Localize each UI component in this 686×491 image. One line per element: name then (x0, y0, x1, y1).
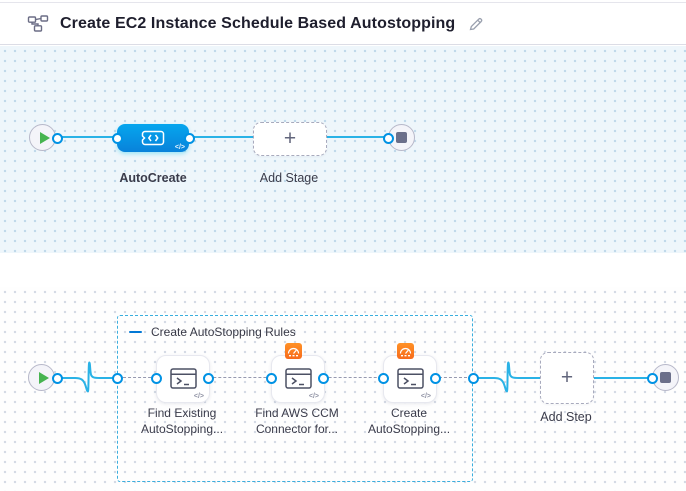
code-glyph: </> (193, 393, 204, 400)
link-squiggle (61, 361, 118, 393)
code-glyph: </> (308, 393, 319, 400)
node-port (646, 372, 658, 384)
shell-script-icon (284, 368, 312, 390)
custom-stage-icon (141, 129, 165, 147)
step-start-node (28, 364, 55, 391)
pipeline-flow-icon (27, 15, 49, 32)
top-divider (0, 2, 686, 3)
shell-script-icon (169, 368, 197, 390)
edit-pencil-icon[interactable] (468, 16, 484, 32)
link-line (57, 136, 115, 138)
stage-canvas: </> AutoCreate + Add Stage (0, 46, 686, 253)
step-canvas: Create AutoStopping Rules </> Find Exist… (0, 287, 686, 491)
plus-icon: + (283, 126, 297, 150)
add-stage-button[interactable]: + (253, 122, 327, 156)
stage-name-label: AutoCreate (119, 171, 187, 185)
step-label: Create AutoStopping... (367, 406, 451, 436)
plus-icon: + (560, 365, 574, 389)
node-port (111, 372, 123, 384)
step-node-find-existing-autostopping[interactable]: </> (156, 355, 210, 403)
node-port (52, 132, 63, 144)
node-port (429, 372, 441, 384)
ccm-gauge-badge-icon (285, 343, 302, 359)
pipeline-title: Create EC2 Instance Schedule Based Autos… (60, 14, 456, 32)
step-group-create-autostopping-rules: Create AutoStopping Rules (117, 315, 473, 482)
code-glyph: </> (174, 144, 185, 151)
step-node-find-aws-ccm-connector[interactable]: </> (271, 343, 325, 403)
node-port (202, 372, 214, 384)
step-label: Find AWS CCM Connector for... (255, 406, 339, 436)
stage-start-node (29, 124, 56, 151)
stop-icon (660, 372, 671, 383)
group-label: Create AutoStopping Rules (151, 325, 296, 339)
add-stage-label: Add Stage (259, 171, 319, 185)
group-header: Create AutoStopping Rules (129, 325, 296, 339)
node-port (265, 372, 277, 384)
stage-node-autocreate[interactable]: </> (117, 124, 189, 152)
node-port (467, 372, 479, 384)
play-icon (38, 371, 49, 384)
node-port (183, 132, 195, 144)
link-squiggle (477, 361, 541, 393)
node-port (377, 372, 389, 384)
step-node-create-autostopping[interactable]: </> (383, 343, 437, 403)
step-label: Find Existing AutoStopping... (140, 406, 224, 436)
stop-icon (396, 132, 407, 143)
node-port (317, 372, 329, 384)
ccm-gauge-badge-icon (397, 343, 414, 359)
link-line (192, 136, 254, 138)
shell-script-icon (396, 368, 424, 390)
link-line (324, 136, 386, 138)
add-step-button[interactable]: + (540, 352, 594, 404)
add-step-label: Add Step (540, 410, 592, 424)
node-port (111, 132, 123, 144)
link-line (592, 377, 648, 379)
node-port (382, 132, 394, 144)
play-icon (39, 131, 50, 144)
node-port (51, 372, 63, 384)
code-glyph: </> (420, 393, 431, 400)
collapse-icon[interactable] (129, 331, 142, 333)
pipeline-header: Create EC2 Instance Schedule Based Autos… (0, 3, 686, 45)
node-port (150, 372, 162, 384)
